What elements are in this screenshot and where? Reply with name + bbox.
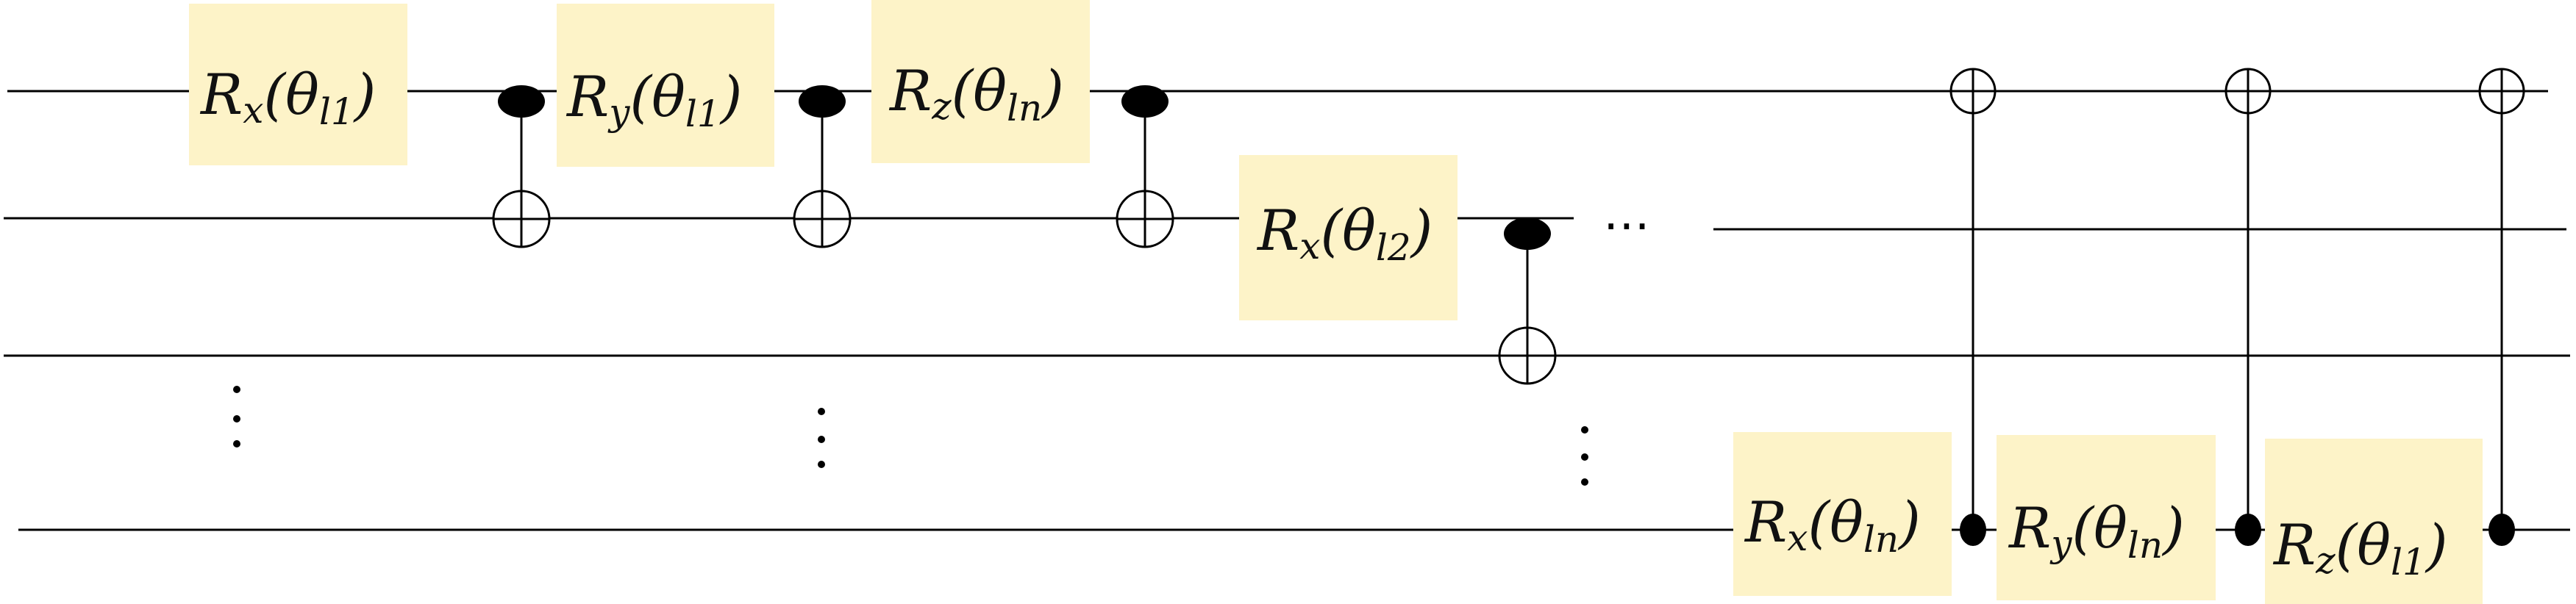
- svg-text:Rx(θl1): Rx(θl1): [199, 62, 376, 133]
- gate-box-rz-l1-bottom: [2265, 439, 2483, 604]
- gate-rx-l2: Rx(θl2): [1256, 198, 1433, 269]
- horizontal-ellipsis: ⋯: [1603, 198, 1650, 253]
- svg-text:Rx(θl2): Rx(θl2): [1256, 198, 1433, 269]
- svg-text:Rz(θln): Rz(θln): [888, 58, 1064, 129]
- gate-box-rx-l2: [1239, 155, 1458, 320]
- gate-rx-ln-bottom: Rx(θln): [1744, 489, 1921, 561]
- svg-text:Ry(θl1): Ry(θl1): [565, 64, 742, 135]
- cnot-2: [793, 85, 852, 248]
- gate-box-rx-l1: [189, 4, 407, 165]
- cnot-4: [1498, 217, 1557, 385]
- gate-box-rz-ln: [871, 0, 1090, 163]
- cnot-5: [1949, 68, 1997, 546]
- control-dot: [1121, 85, 1169, 118]
- cnot-1: [492, 85, 551, 248]
- gate-rz-l1-bottom: Rz(θl1): [2272, 512, 2447, 583]
- gate-box-rx-ln-bottom: [1733, 432, 1952, 596]
- gate-box-ry-ln-bottom: [1997, 435, 2216, 600]
- gate-rx-l1: Rx(θl1): [199, 62, 376, 133]
- control-dot: [1960, 514, 1986, 546]
- gate-rz-ln: Rz(θln): [888, 58, 1064, 129]
- cnot-6: [2224, 68, 2272, 546]
- gate-ry-l1: Ry(θl1): [565, 64, 742, 135]
- cnot-3: [1116, 85, 1174, 248]
- svg-text:Rz(θl1): Rz(θl1): [2272, 512, 2447, 583]
- cnot-7: [2478, 68, 2525, 546]
- control-dot: [2488, 514, 2515, 546]
- vertical-ellipsis-3: [1581, 426, 1588, 486]
- gate-ry-ln-bottom: Ry(θln): [2008, 495, 2185, 567]
- vertical-ellipsis-2: [818, 408, 825, 468]
- control-dot: [2235, 514, 2261, 546]
- gate-box-ry-l1: [557, 4, 774, 167]
- control-dot: [498, 85, 545, 118]
- control-dot: [1504, 217, 1551, 250]
- control-dot: [799, 85, 846, 118]
- svg-text:Rx(θln): Rx(θln): [1744, 489, 1921, 561]
- svg-text:Ry(θln): Ry(θln): [2008, 495, 2185, 567]
- vertical-ellipsis-1: [233, 386, 240, 447]
